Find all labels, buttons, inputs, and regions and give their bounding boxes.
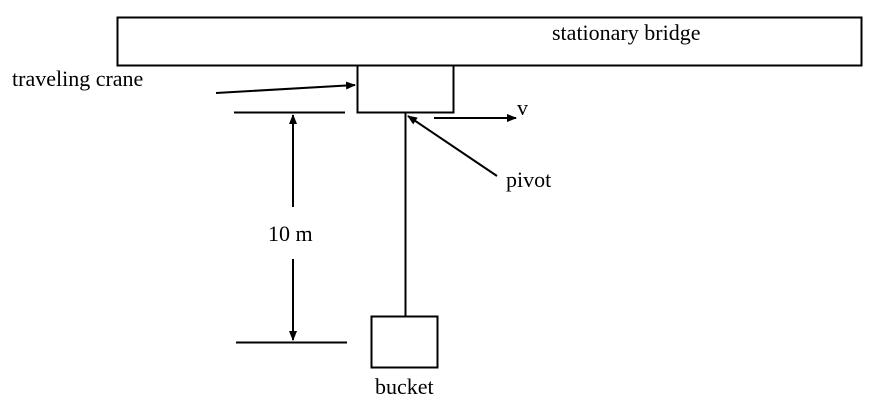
distance-label: 10 m <box>268 221 313 246</box>
bucket-label: bucket <box>375 374 434 399</box>
crane-pointer-arrow <box>215 81 356 94</box>
bridge-label: stationary bridge <box>552 20 700 45</box>
bucket <box>370 315 439 369</box>
stationary-bridge <box>116 16 863 67</box>
crane-label: traveling crane <box>12 66 143 91</box>
traveling-crane <box>356 64 455 114</box>
velocity-label: v <box>517 95 528 120</box>
pivot-pointer-arrow <box>407 115 498 177</box>
pivot-label: pivot <box>506 167 551 192</box>
